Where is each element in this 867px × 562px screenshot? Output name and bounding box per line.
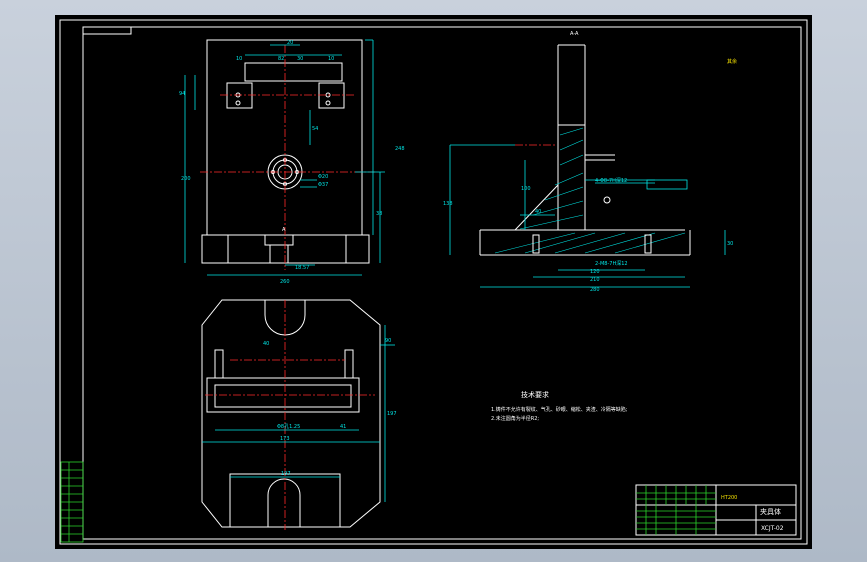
- dim-280: 280: [590, 287, 600, 293]
- dim-10b: 10: [328, 56, 334, 62]
- material-label: HT200: [721, 495, 737, 501]
- dim-197-bottom: 197: [281, 471, 291, 477]
- dim-260: 260: [280, 279, 290, 285]
- dim-30: 30: [297, 56, 303, 62]
- surface-note: 其余: [727, 58, 737, 65]
- dim-173: 173: [280, 436, 290, 442]
- dim-41: 41: [340, 424, 346, 430]
- dim-10a: 10: [236, 56, 242, 62]
- top-view: 173 Φ8孔1.25 41 197 197 40 90: [201, 299, 397, 530]
- tech-item-2: 2.未注圆角为半径R2;: [491, 415, 539, 422]
- dim-82: 82: [278, 56, 284, 62]
- left-side-table: [60, 461, 84, 543]
- dim-30: 30: [727, 241, 733, 247]
- dim-248: 248: [395, 146, 405, 152]
- dim-90: 90: [385, 338, 391, 344]
- dim-138: 138: [443, 201, 453, 207]
- dim-94: 94: [179, 91, 185, 97]
- dim-phi37: Φ37: [318, 182, 328, 188]
- view-marker-a: A: [282, 227, 286, 233]
- title-block: HT200 夹具体 XCJT-02: [635, 484, 797, 536]
- hole-note-phi8: 4-Φ8-7H深12: [595, 177, 627, 184]
- tech-heading: 技术要求: [521, 390, 549, 399]
- dim-20: 20: [287, 40, 293, 46]
- drawing-border: [82, 26, 802, 540]
- dim-200: 200: [181, 176, 191, 182]
- front-view: 260 20 82 10 30 10 94 54 200 248 38 Φ20 …: [179, 39, 405, 285]
- drawing-canvas: 260 20 82 10 30 10 94 54 200 248 38 Φ20 …: [59, 19, 808, 545]
- dim-40: 40: [263, 341, 269, 347]
- section-view: A-A: [443, 31, 737, 293]
- cad-viewport[interactable]: 260 20 82 10 30 10 94 54 200 248 38 Φ20 …: [55, 15, 812, 549]
- top-left-tab: [82, 26, 132, 35]
- dim-120: 120: [590, 269, 600, 275]
- dim-210: 210: [590, 277, 600, 283]
- tech-item-1: 1.铸件不允许有裂纹、气孔、砂眼、缩松、夹渣、冷隔等缺陷;: [491, 406, 628, 413]
- dim-hole-note: Φ8孔1.25: [277, 423, 300, 430]
- dim-54: 54: [312, 126, 318, 132]
- dim-38: 38: [376, 211, 382, 217]
- drawing-number: XCJT-02: [761, 525, 784, 532]
- dim-197-side: 197: [387, 411, 397, 417]
- dim-100: 100: [521, 186, 531, 192]
- part-name: 夹具体: [760, 507, 781, 516]
- dim-40: 40: [535, 209, 541, 215]
- thread-note-m8: 2-M8-7H深12: [595, 260, 628, 267]
- tech-requirements: 技术要求 1.铸件不允许有裂纹、气孔、砂眼、缩松、夹渣、冷隔等缺陷; 2.未注圆…: [491, 390, 628, 422]
- dim-phi20: Φ20: [318, 174, 328, 180]
- section-label: A-A: [570, 31, 579, 37]
- dim-18-57: 18.57: [295, 265, 309, 271]
- sheet-frame: [59, 19, 808, 545]
